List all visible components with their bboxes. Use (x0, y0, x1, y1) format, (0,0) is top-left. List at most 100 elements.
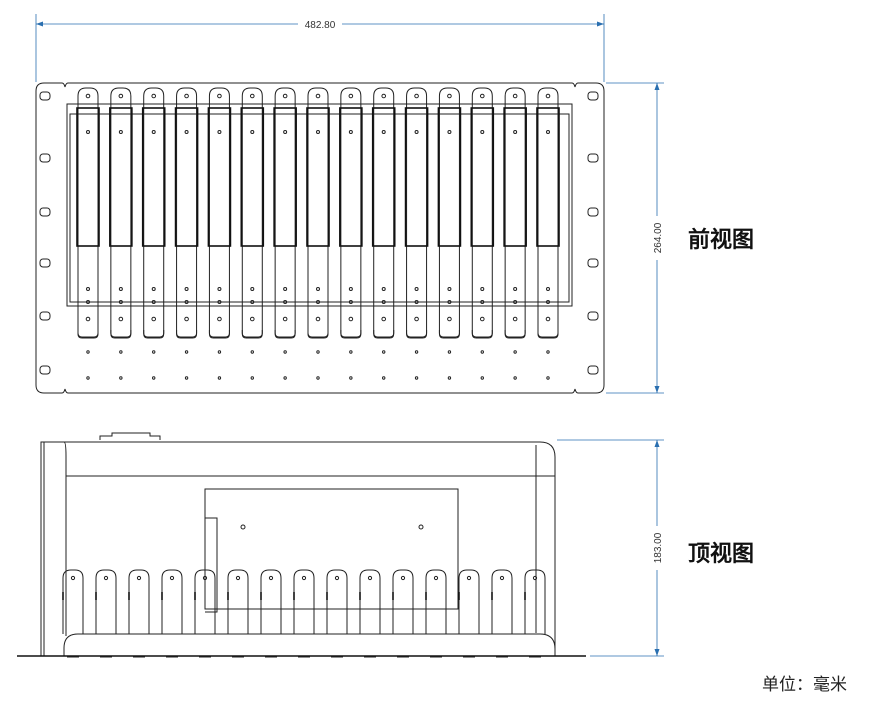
screw-hole (282, 93, 288, 99)
card-handle (176, 87, 198, 338)
card-top-outline (425, 569, 447, 634)
card-handle (406, 87, 428, 338)
card-handle-lip (438, 330, 460, 339)
screw-hole (268, 575, 274, 581)
screw-hole (283, 130, 288, 134)
screw-hole (70, 575, 76, 581)
card-top-outline (491, 569, 513, 634)
card-slot (404, 87, 429, 380)
card-handle-lip (274, 330, 296, 339)
panel-hole (316, 350, 320, 354)
rack-ear-slot (587, 311, 599, 321)
screw-hole (348, 316, 354, 322)
screw-hole (512, 316, 518, 322)
screw-hole (151, 316, 157, 322)
card-latch (240, 107, 265, 247)
screw-hole (151, 130, 156, 134)
screw-hole (151, 93, 157, 99)
panel-hole (349, 350, 353, 354)
panel-hole (546, 350, 550, 354)
card-handle (241, 87, 263, 338)
screw-hole (367, 575, 373, 581)
screw-hole (283, 287, 288, 291)
card-latch (174, 107, 199, 247)
screw-hole (217, 287, 222, 291)
screw-hole (315, 93, 321, 99)
card-top-outline (95, 569, 117, 634)
screw-hole (480, 287, 485, 291)
screw-hole (184, 93, 189, 99)
screw-hole (217, 93, 222, 99)
rack-ear-slot (39, 91, 51, 101)
top-view (17, 432, 586, 658)
card-top-outline (194, 569, 216, 634)
screw-hole (118, 316, 124, 322)
card-slot-top (260, 569, 282, 658)
screw-hole (282, 316, 288, 322)
screw-hole (136, 575, 142, 581)
screw-hole (334, 575, 340, 581)
panel-hole (184, 350, 189, 354)
mount-hole (418, 524, 424, 530)
card-top-outline (62, 569, 84, 634)
card-slot-top (359, 569, 381, 658)
screw-hole (217, 316, 222, 322)
screw-hole (480, 300, 485, 304)
card-latch (109, 107, 133, 247)
panel-hole (119, 350, 123, 354)
screw-hole (348, 93, 354, 99)
front-height-value: 264.00 (653, 222, 664, 253)
screw-hole (447, 316, 452, 322)
rack-ear-slot (587, 207, 599, 217)
panel-hole (283, 350, 287, 354)
card-handle (274, 87, 296, 338)
card-slot-top (392, 569, 414, 658)
card-handle (537, 87, 559, 338)
top-depth-value: 183.00 (653, 532, 664, 563)
card-slot-top (161, 569, 183, 658)
front-height-dimension: 264.00 (606, 82, 664, 394)
card-slot (339, 87, 363, 380)
card-slot-top (128, 569, 150, 658)
panel-hole (447, 376, 452, 380)
screw-hole (545, 93, 551, 99)
base-plate (63, 633, 556, 656)
screw-hole (169, 575, 175, 581)
panel-hole (546, 376, 550, 380)
front-view (35, 82, 605, 394)
panel-hole (382, 376, 386, 380)
card-slot (273, 87, 297, 380)
screw-hole (316, 287, 320, 291)
panel-hole (184, 376, 189, 380)
screw-hole (151, 300, 156, 304)
card-slot-top (491, 569, 513, 658)
panel-hole (513, 376, 517, 380)
screw-hole (479, 93, 485, 99)
panel-hole (414, 376, 419, 380)
screw-hole (184, 287, 189, 291)
card-top-outline (392, 569, 414, 634)
card-top-outline (260, 569, 282, 634)
screw-hole (414, 287, 419, 291)
rack-ear-slot (587, 258, 599, 268)
top-view-label: 顶视图 (688, 542, 755, 567)
panel-hole (382, 350, 386, 354)
screw-hole (249, 93, 255, 99)
card-top-outline (359, 569, 381, 634)
card-slot (503, 87, 527, 380)
screw-hole (118, 93, 124, 99)
screw-hole (513, 287, 518, 291)
screw-hole (447, 300, 452, 304)
card-latch (371, 107, 396, 247)
panel-hole (480, 350, 484, 354)
card-handle (143, 87, 165, 338)
screw-hole (250, 300, 255, 304)
screw-hole (414, 316, 419, 322)
screw-hole (414, 93, 419, 99)
card-slot-top (293, 569, 315, 658)
card-latch (76, 107, 100, 247)
screw-hole (184, 300, 189, 304)
screw-hole (184, 130, 189, 134)
width-dimension: 482.80 (35, 14, 605, 82)
rack-ear-slot (39, 365, 51, 375)
